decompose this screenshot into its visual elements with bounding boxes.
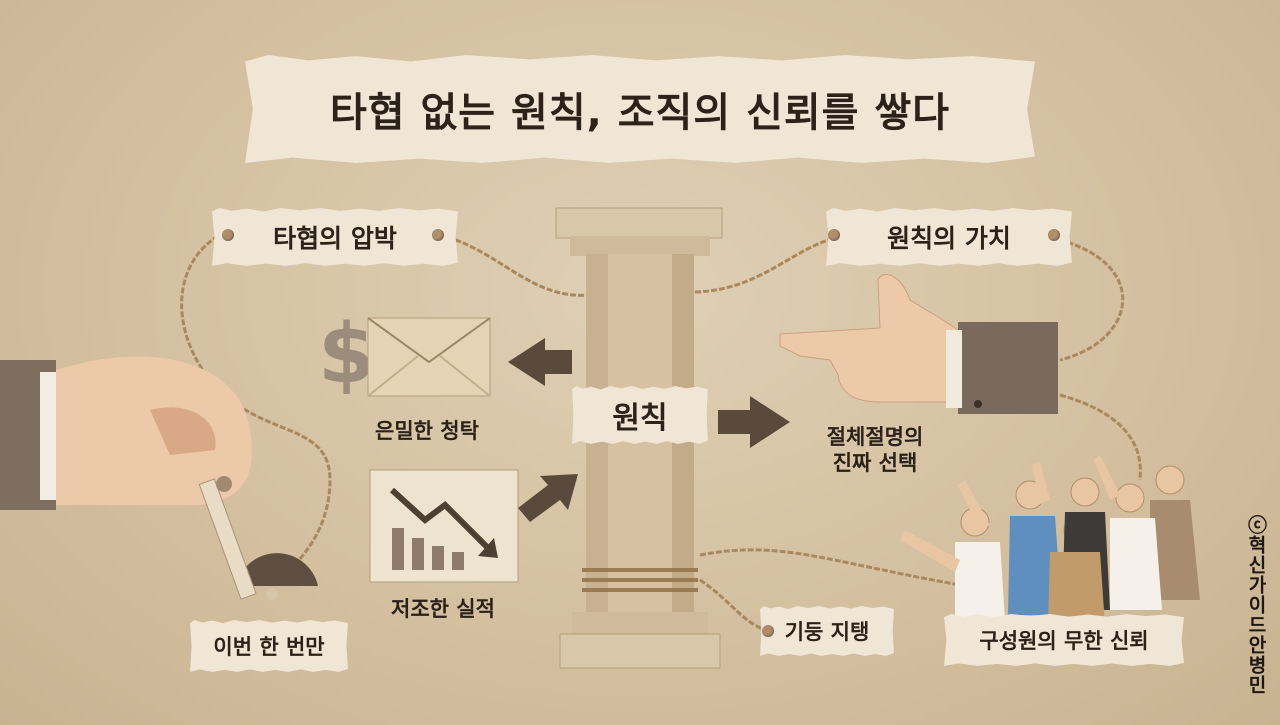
pin-icon bbox=[762, 625, 774, 637]
pin-icon bbox=[828, 229, 840, 241]
page-title: 타협 없는 원칙, 조직의 신뢰를 쌓다 bbox=[329, 90, 951, 136]
twine-bottom-pin bbox=[699, 578, 766, 632]
hand-pulling-lever-icon bbox=[0, 356, 318, 600]
just-this-once-label: 이번 한 번만 bbox=[213, 635, 325, 659]
pressure-heading: 타협의 압박 bbox=[273, 224, 397, 253]
arrows bbox=[508, 338, 790, 522]
pin-icon bbox=[432, 229, 444, 241]
value-heading: 원칙의 가치 bbox=[887, 224, 1011, 253]
credit-text: ⓒ혁신가이드안병민 bbox=[1245, 515, 1267, 695]
twine-right-loop bbox=[1051, 236, 1125, 362]
poor-performance-label: 저조한 실적 bbox=[391, 597, 495, 621]
arrow-to-chart bbox=[518, 474, 578, 522]
dollar-icon: $ bbox=[318, 307, 375, 402]
twine-top-left bbox=[439, 233, 591, 297]
twine-top-right bbox=[694, 236, 836, 294]
principle-label: 원칙 bbox=[612, 401, 668, 436]
title-banner: 타협 없는 원칙, 조직의 신뢰를 쌓다 bbox=[245, 55, 1035, 163]
principle-label-card: 원칙 bbox=[572, 386, 708, 444]
value-heading-card: 원칙의 가치 bbox=[826, 208, 1072, 266]
true-choice-label: 절체절명의 진짜 선택 bbox=[826, 425, 924, 476]
arrow-to-choice bbox=[718, 396, 790, 448]
just-this-once-card: 이번 한 번만 bbox=[190, 620, 348, 672]
infinite-trust-card: 구성원의 무한 신뢰 bbox=[944, 614, 1184, 666]
envelope-icon bbox=[367, 317, 491, 397]
twine-left-loop bbox=[180, 230, 332, 577]
pointing-hand-icon bbox=[779, 274, 1058, 414]
pin-icon bbox=[1048, 229, 1060, 241]
declining-chart-icon bbox=[369, 469, 519, 583]
pressure-heading-card: 타협의 압박 bbox=[212, 208, 458, 266]
secret-solicitation-label: 은밀한 청탁 bbox=[375, 419, 479, 443]
twine-bottom-right bbox=[699, 548, 961, 587]
pin-icon bbox=[222, 229, 234, 241]
twine-right-down bbox=[1059, 393, 1142, 481]
arrow-to-envelope bbox=[508, 338, 572, 386]
infinite-trust-label: 구성원의 무한 신뢰 bbox=[979, 629, 1149, 653]
crowd-icon bbox=[900, 455, 1200, 625]
pillar-support-label: 기둥 지탱 bbox=[784, 620, 870, 644]
pillar-support-card: 기둥 지탱 bbox=[760, 606, 894, 656]
